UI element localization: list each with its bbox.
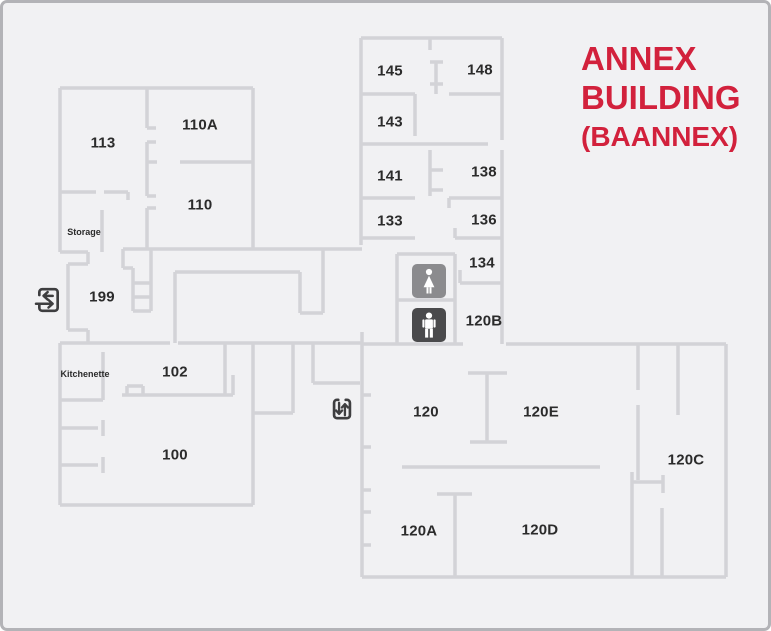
- walls-bottom-right-block: [360, 332, 728, 579]
- room-label-120A: 120A: [400, 522, 438, 540]
- walls-bottom-left-block: [58, 341, 362, 507]
- men-restroom-icon: [412, 308, 446, 342]
- room-label-133: 133: [377, 212, 403, 230]
- room-label-102: 102: [162, 363, 188, 381]
- floorplan-walls: [58, 36, 728, 579]
- room-label-136: 136: [471, 211, 497, 229]
- room-label-148: 148: [467, 61, 493, 79]
- elevator-icon: [332, 398, 352, 420]
- room-label-143: 143: [377, 113, 403, 131]
- room-label-storage: Storage: [67, 227, 101, 237]
- building-title: ANNEX BUILDING (BAANNEX): [581, 39, 741, 156]
- walls-middle-column: [359, 36, 504, 344]
- room-label-138: 138: [471, 163, 497, 181]
- title-line-3: (BAANNEX): [581, 121, 739, 152]
- room-label-120D: 120D: [521, 521, 559, 539]
- room-label-120: 120: [413, 403, 439, 421]
- room-label-141: 141: [377, 167, 403, 185]
- room-label-199: 199: [89, 288, 115, 306]
- title-line-2: BUILDING: [581, 79, 741, 116]
- room-label-120B: 120B: [465, 312, 503, 330]
- room-label-145: 145: [377, 62, 403, 80]
- room-label-100: 100: [162, 446, 188, 464]
- room-label-kitchenette: Kitchenette: [60, 369, 110, 379]
- title-line-1: ANNEX: [581, 40, 697, 77]
- room-label-113: 113: [90, 134, 116, 152]
- women-restroom-icon: [412, 264, 446, 298]
- walls-top-left-block: [58, 86, 362, 343]
- room-label-134: 134: [469, 254, 495, 272]
- room-label-110A: 110A: [182, 116, 218, 134]
- entrance-exit-icon: [34, 287, 59, 313]
- room-label-120E: 120E: [523, 403, 559, 421]
- room-label-120C: 120C: [667, 451, 705, 469]
- room-label-110: 110: [187, 196, 213, 214]
